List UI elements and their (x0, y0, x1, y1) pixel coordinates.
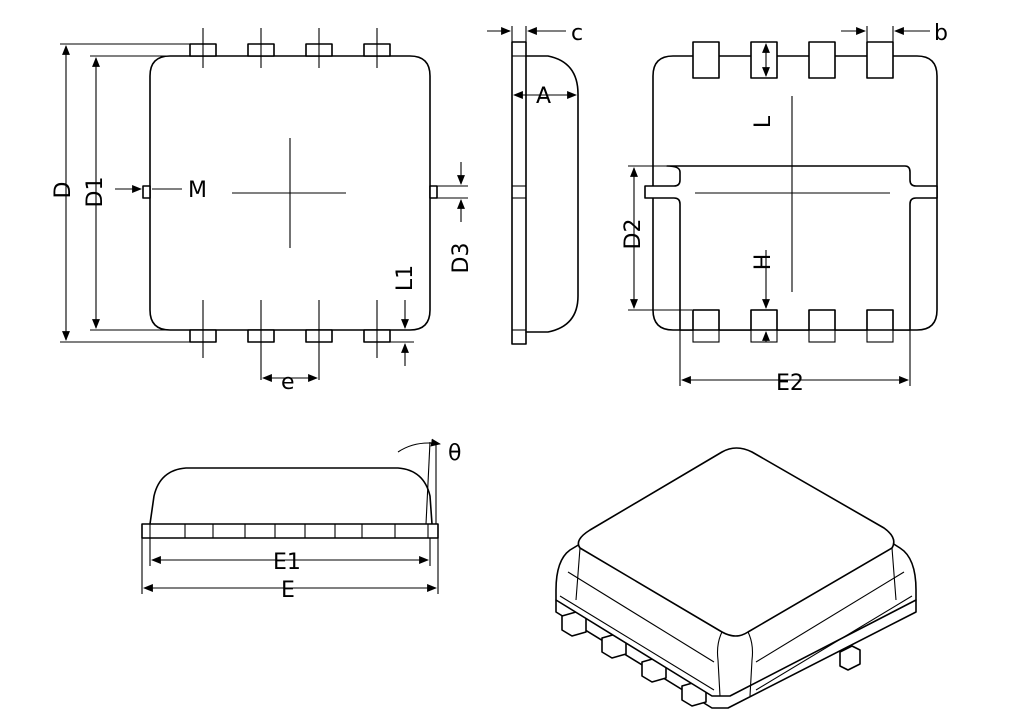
label-c: c (571, 21, 583, 46)
top-view-left-tab (142, 185, 151, 199)
top-view-top-leads (189, 28, 391, 68)
top-view-bottom-leads (189, 300, 391, 380)
side-view-body (525, 55, 579, 333)
top-view: D D1 M e L1 D3 (51, 28, 474, 395)
label-D2: D2 (621, 219, 646, 250)
label-M: M (188, 178, 207, 203)
bottom-view-top-pads (692, 41, 894, 79)
front-view: θ E1 E (141, 438, 461, 603)
front-view-lead-divisions (149, 524, 429, 538)
label-E: E (281, 578, 295, 603)
side-view: c A (487, 21, 583, 345)
bottom-view-body (652, 55, 938, 331)
label-theta: θ (448, 441, 461, 466)
label-A: A (536, 84, 551, 109)
side-view-leadframe (511, 41, 527, 345)
bottom-view-bottom-pads (692, 309, 894, 343)
iso-right-lead (839, 645, 861, 671)
label-E2: E2 (776, 371, 804, 396)
iso-top-face (577, 447, 895, 637)
front-view-body (149, 467, 433, 525)
iso-base-outline (555, 599, 917, 709)
bottom-view: b L D2 H E2 (621, 21, 948, 396)
label-L1: L1 (393, 265, 418, 291)
label-D3: D3 (449, 243, 474, 274)
isometric-view (555, 447, 917, 709)
bottom-view-exposed-pad (644, 165, 938, 331)
label-e: e (281, 370, 295, 395)
label-D1: D1 (83, 177, 108, 208)
label-b: b (934, 21, 948, 46)
front-view-leadframe (141, 523, 439, 539)
label-D: D (51, 182, 76, 199)
label-E1: E1 (273, 550, 301, 575)
label-H: H (751, 254, 776, 271)
label-L: L (751, 115, 776, 128)
top-view-right-tab (429, 185, 438, 199)
